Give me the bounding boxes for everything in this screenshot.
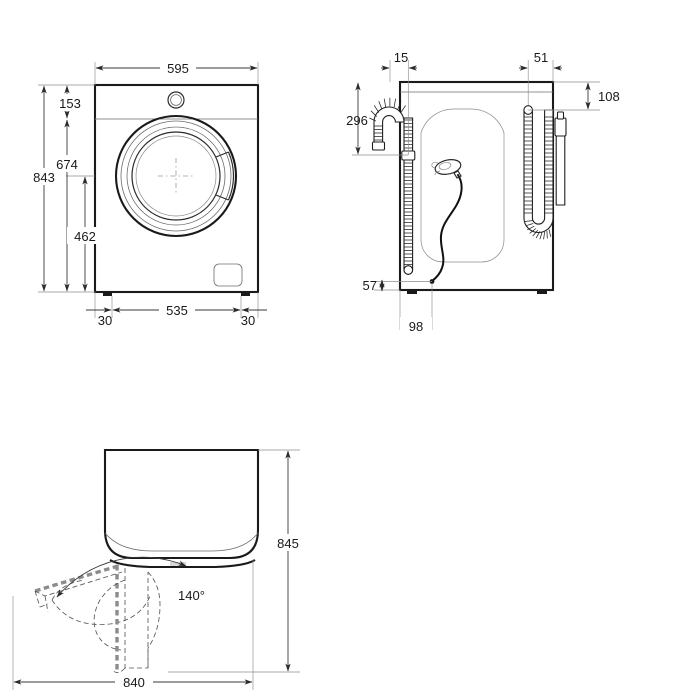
drain-hose-cuff [371,141,386,151]
dim-label-840: 840 [123,675,145,690]
front-cabinet-outline [93,83,260,294]
door-open-side [44,595,49,613]
rear-foot-left [407,289,417,294]
dim-label-98: 98 [409,319,423,334]
power-cord-with-plug [429,159,463,284]
cabinet-front-curve [104,532,259,552]
drain-hose-eyelet [403,265,414,275]
door-ring-3 [126,126,226,226]
front-view-group: 595 843 153 674 462 [26,59,267,328]
plug-pin-right [434,170,441,176]
dim-label-462: 462 [74,229,96,244]
dim-840-text-bg [115,673,153,690]
power-cord-line [431,174,463,282]
top-view-group: 140° 845 840 [12,448,306,690]
door-open-edge-left2 [39,603,49,608]
drain-hose-ribs-vertical [404,119,413,265]
door-swing-arc [56,556,187,598]
dim-label-108: 108 [598,89,620,104]
door-open-edge-left [34,590,41,608]
drain-hose-ribs-hook [369,97,406,141]
inlet-hose-connector-tip [556,111,565,120]
rear-view-group: 15 51 108 296 57 9 [346,50,620,334]
inlet-hose-ribs-bend [524,220,552,240]
rear-foot-right [537,289,547,294]
dim-98-text-bg [400,317,432,333]
program-knob-outer-icon [167,91,185,109]
rear-service-panel [420,108,505,263]
inlet-hose-connector [554,117,567,137]
dim-label-30-right: 30 [241,313,255,328]
door-glass-inner [135,135,217,217]
plug-pin-left [431,161,439,169]
door-handle-recess-arc [227,151,235,201]
dim-label-535: 535 [166,303,188,318]
dim-462-text-bg [67,227,103,244]
dim-label-30-left: 30 [98,313,112,328]
inlet-hose-u-body [523,109,554,233]
dim-label-674: 674 [56,157,78,172]
dim-595-text-bg [160,59,196,76]
water-inlet-hose [523,105,567,240]
dim-153-text-bg [52,94,88,111]
dim-843-text-bg [26,168,62,185]
door-glass-edge [131,131,221,221]
dim-label-845: 845 [277,536,299,551]
dim-label-51: 51 [534,50,548,65]
door-glass-ghost-open [51,595,151,625]
drain-hose-hook [373,106,405,144]
inlet-hose-ribs-left [524,116,533,214]
corrugated-drain-hose [369,97,416,275]
inlet-hose-tail [555,135,566,206]
power-plug-icon [431,159,462,179]
door-handle-notch-top [215,151,229,158]
front-foot-left [103,291,112,296]
door-open-thickness [34,571,123,597]
inlet-hose-ribs-right [544,116,553,214]
door-down-glass [147,571,161,668]
plug-detail-ring [438,162,452,170]
door-down-bottom [111,667,126,673]
cabinet-top-outline [103,448,260,560]
door-ring-2 [120,120,232,232]
front-foot-right [241,291,250,296]
dim-label-153: 153 [59,96,81,111]
program-knob-inner-icon [170,94,182,106]
dim-label-595: 595 [167,61,189,76]
door-down-outline [124,568,149,669]
plug-neck [453,170,462,179]
dim-label-140-deg: 140° [178,588,205,603]
dim-label-15: 15 [394,50,408,65]
plug-body [434,159,462,175]
door-outer-ring [114,114,238,238]
dim-label-296: 296 [346,113,368,128]
dim-845-text-bg [270,534,306,551]
filter-access-flap [213,263,243,287]
door-down-glass-left [93,579,126,651]
dim-535-text-bg [159,301,195,318]
dim-674-text-bg [49,155,85,172]
dim-label-843: 843 [33,170,55,185]
door-handle-notch-bottom [215,194,229,201]
dim-label-57: 57 [363,278,377,293]
